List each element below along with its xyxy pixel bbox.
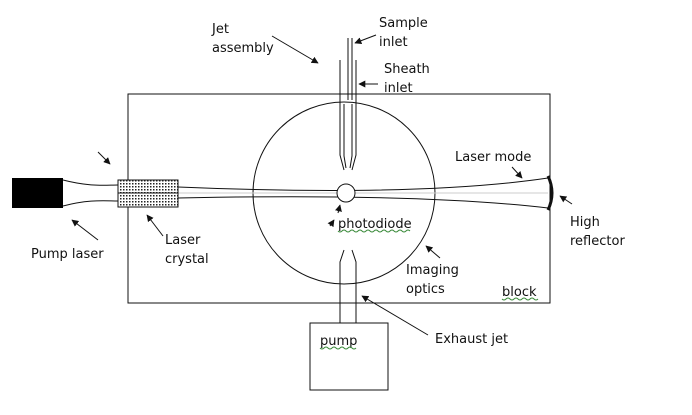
label-exhaust-jet: Exhaust jet — [435, 332, 508, 347]
pump-box — [309, 322, 389, 391]
block-spell-underline — [501, 297, 539, 301]
label-laser-mode: Laser mode — [455, 150, 531, 165]
label-high-reflector-1: High — [570, 215, 600, 230]
arrow-laser-mode — [511, 166, 523, 179]
label-pump: pump — [320, 334, 357, 349]
label-sheath-inlet-1: Sheath — [384, 62, 430, 77]
label-imaging-optics-2: optics — [406, 282, 445, 297]
arrow-imaging-optics — [425, 245, 441, 259]
label-pump-laser: Pump laser — [31, 247, 104, 262]
arrow-pump-laser — [71, 219, 99, 241]
photodiode-spell-underline — [337, 229, 411, 233]
arrow-photodiode-lower — [327, 219, 335, 228]
label-high-reflector-2: reflector — [570, 234, 625, 249]
arrow-sample-inlet — [354, 34, 377, 45]
label-laser-crystal-2: crystal — [165, 252, 209, 267]
photodiode-circle — [336, 183, 356, 203]
label-photodiode: photodiode — [338, 217, 412, 232]
arrow-beam-top — [97, 151, 111, 165]
label-sample-inlet-2: inlet — [379, 35, 408, 50]
pump-spell-underline — [319, 346, 357, 350]
arrow-jet-assembly — [271, 35, 319, 64]
arrow-photodiode — [335, 204, 342, 214]
label-imaging-optics-1: Imaging — [406, 263, 459, 278]
label-sample-inlet-1: Sample — [379, 16, 428, 31]
label-laser-crystal-1: Laser — [165, 233, 201, 248]
laser-mode-beam — [177, 177, 549, 209]
high-reflector — [546, 175, 554, 211]
pump-beam — [62, 179, 119, 207]
label-block: block — [502, 285, 537, 300]
jet-nozzle — [339, 100, 357, 171]
arrow-laser-crystal — [146, 214, 164, 237]
label-jet-assembly-2: assembly — [212, 41, 274, 56]
arrow-exhaust-jet — [361, 295, 429, 336]
exhaust-jet — [339, 249, 357, 323]
label-jet-assembly-1: Jet — [211, 22, 229, 37]
pump-laser-body — [12, 178, 63, 208]
label-sheath-inlet-2: inlet — [384, 81, 413, 96]
arrow-high-reflector — [559, 195, 573, 205]
